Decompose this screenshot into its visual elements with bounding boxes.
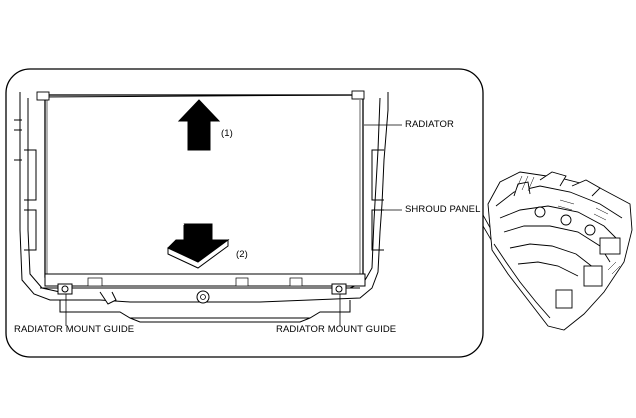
mount-guide-left — [57, 283, 117, 305]
radiator-label: RADIATOR — [405, 119, 455, 130]
engine-bay-hatching — [515, 175, 621, 275]
mount-guide-right-label: RADIATOR MOUNT GUIDE — [276, 324, 397, 335]
shroud-panel-label: SHROUD PANEL — [405, 204, 481, 215]
hose-fitting — [196, 290, 210, 304]
mount-guide-right — [331, 283, 347, 295]
shroud-panel — [14, 92, 389, 323]
mount-guide-left-label: RADIATOR MOUNT GUIDE — [14, 324, 135, 335]
arrow-up-icon — [177, 99, 221, 151]
hose-fitting-inner — [200, 294, 206, 300]
engine-bay-thumbnail — [487, 171, 633, 331]
arrow-down-3d-icon — [167, 223, 230, 269]
inset-frame — [5, 68, 484, 358]
step-2-label: (2) — [236, 249, 248, 260]
step-1-label: (1) — [221, 128, 233, 139]
